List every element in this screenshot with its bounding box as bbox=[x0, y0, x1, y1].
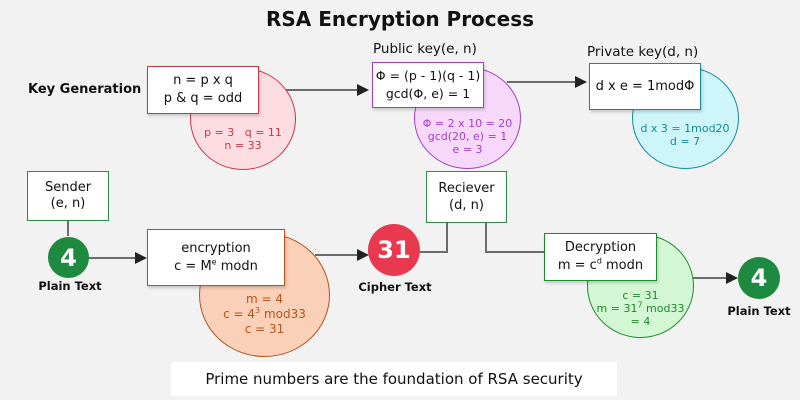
public-key-example-line3: e = 3 bbox=[452, 143, 483, 156]
decryption-example-line3: = 4 bbox=[630, 315, 651, 328]
public-key-example-line2: gcd(20, e) = 1 bbox=[427, 130, 508, 143]
receiver-box: Reciever (d, n) bbox=[426, 171, 507, 223]
encryption-example-text: m = 4 c = 43 mod33 c = 31 bbox=[199, 292, 330, 337]
private-key-example-text: d x 3 = 1mod20 d = 7 bbox=[625, 122, 745, 148]
public-key-formula-line2: gcd(Φ, e) = 1 bbox=[385, 86, 471, 101]
decryption-example-line2: m = 317 mod33 bbox=[596, 300, 685, 315]
ciphertext-value: 31 bbox=[377, 236, 411, 264]
encryption-formula: c = Me modn bbox=[174, 257, 258, 274]
decryption-formula-box: Decryption m = cd modn bbox=[544, 233, 657, 281]
keygen-formula-line2: p & q = odd bbox=[163, 91, 243, 106]
keygen-example-text: p = 3 q = 11 n = 33 bbox=[190, 126, 296, 152]
public-key-example-text: Φ = 2 x 10 = 20 gcd(20, e) = 1 e = 3 bbox=[410, 117, 525, 156]
footer-text: Prime numbers are the foundation of RSA … bbox=[205, 370, 583, 388]
encryption-formula-box: encryption c = Me modn bbox=[147, 229, 285, 286]
receiver-keys: (d, n) bbox=[449, 198, 484, 213]
encryption-example-line3: c = 31 bbox=[244, 322, 285, 336]
footer-note: Prime numbers are the foundation of RSA … bbox=[171, 362, 617, 396]
public-key-example-line1: Φ = 2 x 10 = 20 bbox=[422, 117, 513, 130]
keygen-formula-box: n = p x q p & q = odd bbox=[147, 66, 259, 114]
public-key-formula-line1: Φ = (p - 1)(q - 1) bbox=[375, 68, 481, 83]
plaintext-output-caption: Plain Text bbox=[727, 304, 791, 318]
private-key-formula-box: d x e = 1modΦ bbox=[589, 63, 701, 110]
plaintext-input-value: 4 bbox=[60, 243, 77, 272]
line-cipher-to-receiver bbox=[420, 222, 448, 253]
plaintext-output-badge: 4 bbox=[738, 257, 780, 299]
encryption-title: encryption bbox=[181, 240, 251, 256]
sender-keys: (e, n) bbox=[50, 196, 86, 211]
plaintext-input-badge: 4 bbox=[48, 237, 89, 278]
decryption-example-line1: c = 31 bbox=[622, 289, 659, 302]
keygen-example-line2: n = 33 bbox=[224, 139, 262, 152]
plaintext-input-caption: Plain Text bbox=[38, 279, 102, 293]
sender-box: Sender (e, n) bbox=[27, 171, 109, 221]
sender-label: Sender bbox=[44, 180, 92, 195]
private-key-header: Private key(d, n) bbox=[587, 44, 699, 60]
decryption-example-text: c = 31 m = 317 mod33 = 4 bbox=[583, 289, 698, 328]
keygen-formula-line1: n = p x q bbox=[173, 73, 233, 88]
ciphertext-badge: 31 bbox=[368, 224, 420, 276]
public-key-header: Public key(e, n) bbox=[373, 41, 477, 57]
decryption-formula: m = cd modn bbox=[557, 256, 644, 273]
decryption-title: Decryption bbox=[564, 240, 637, 255]
private-key-example-line1: d x 3 = 1mod20 bbox=[640, 122, 730, 135]
keygen-example-line1: p = 3 q = 11 bbox=[204, 126, 282, 139]
line-receiver-to-decryption bbox=[485, 222, 545, 253]
plaintext-output-value: 4 bbox=[750, 264, 768, 292]
diagram-title: RSA Encryption Process bbox=[265, 7, 535, 31]
private-key-example-line2: d = 7 bbox=[669, 135, 701, 148]
public-key-formula-box: Φ = (p - 1)(q - 1) gcd(Φ, e) = 1 bbox=[372, 62, 484, 108]
encryption-example-line1: m = 4 bbox=[245, 292, 283, 306]
ciphertext-caption: Cipher Text bbox=[358, 280, 432, 294]
key-generation-label: Key Generation bbox=[28, 82, 142, 97]
private-key-formula-line1: d x e = 1modΦ bbox=[595, 78, 695, 94]
receiver-label: Reciever bbox=[438, 181, 495, 196]
encryption-example-line2: c = 43 mod33 bbox=[223, 306, 306, 322]
